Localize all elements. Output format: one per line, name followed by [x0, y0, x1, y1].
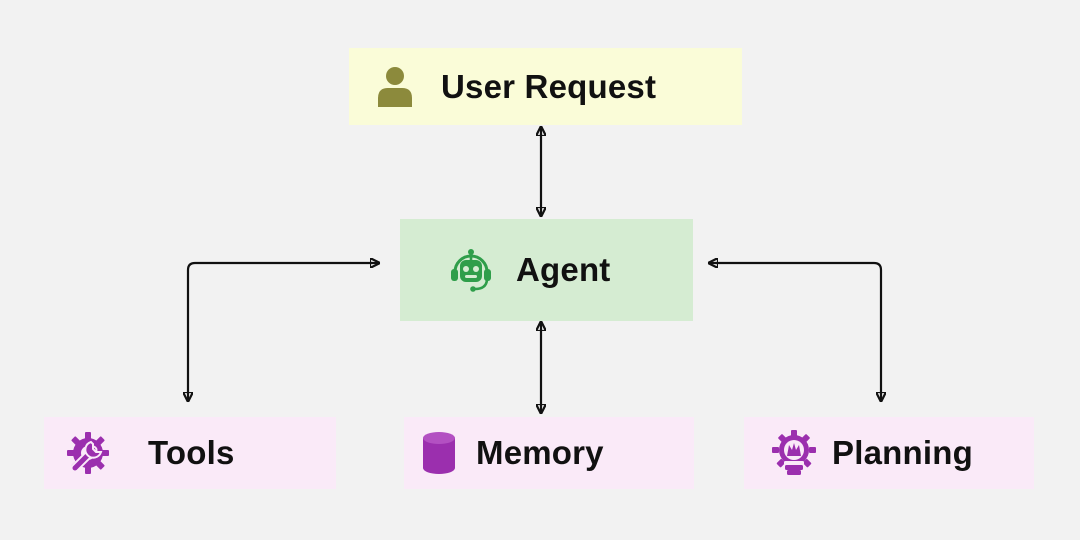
database-icon [422, 431, 456, 475]
tools-label: Tools [148, 434, 235, 471]
edge-agent-planning [707, 263, 881, 403]
agent-label: Agent [516, 251, 611, 288]
memory-node: Memory [404, 417, 694, 489]
user-icon [377, 65, 413, 109]
planning-label: Planning [832, 434, 973, 471]
edge-tools-agent [188, 263, 381, 403]
memory-label: Memory [476, 434, 604, 471]
user-request-label: User Request [441, 67, 657, 105]
wrench-gear-icon [66, 431, 110, 475]
user-request-node: User Request [349, 48, 742, 125]
planning-node: Planning [744, 417, 1034, 489]
agent-node: Agent [400, 219, 693, 321]
planning-gear-icon [772, 430, 816, 476]
tools-node: Tools [44, 417, 336, 489]
robot-icon [448, 247, 494, 293]
